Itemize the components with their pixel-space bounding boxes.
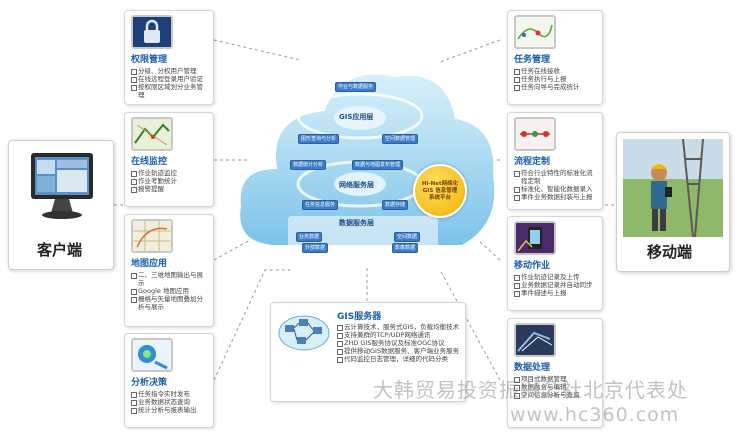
cloud-pill: 业务数据: [296, 232, 323, 242]
gis-server-card: GIS服务器 云计算技术，服务式GIS，负载均衡技术 支持兼群的TCP/UDP网…: [270, 302, 466, 402]
data-process-icon: [514, 323, 556, 357]
cloud-pill: 任务信息服务: [302, 200, 339, 210]
module-item: 事件业务数据封装与上报: [514, 193, 596, 201]
cloud-pill: 空间数据: [394, 232, 421, 242]
network-layer-label: 网络服务层: [339, 181, 374, 189]
module-item: 任务向导与完成统计: [514, 83, 596, 91]
field-worker-photo-icon: [623, 139, 723, 237]
gis-app-layer-label: GIS应用层: [339, 113, 374, 121]
cloud-pill: 图形查询与分析: [298, 134, 340, 144]
cloud-pill: 数据存储: [382, 200, 409, 210]
desktop-monitor-icon: [31, 153, 93, 219]
module-item: 二、三维地图输出与展示: [131, 271, 207, 287]
module-item: 业务数据状态查询: [131, 398, 207, 406]
mobile-label: 移动端: [647, 243, 693, 261]
hinet-line: GIS 信息管理: [422, 187, 458, 194]
hinet-platform-badge: Hi-Net网络化 GIS 信息管理 系统平台: [413, 164, 467, 218]
hinet-line: Hi-Net网络化: [421, 180, 459, 187]
lock-icon: [131, 15, 173, 49]
module-item: 统计分析与报表输出: [131, 406, 207, 414]
cloud-top-pill: 作业与数据服务: [335, 82, 377, 92]
module-item: 任务指令实时发布: [131, 390, 207, 398]
gis-server-item: 支持兼群的TCP/UDP网络通讯: [337, 331, 461, 339]
gis-server-item: 云计算技术，服务式GIS，负载均衡技术: [337, 323, 461, 331]
cloud-pill: 数据与地图发布管理: [352, 160, 404, 170]
module-item: 分级、分权用户管理: [131, 67, 207, 75]
mobile-panel: 移动端: [616, 132, 730, 272]
cloud-platform: 作业与数据服务 GIS应用层 图形查询与分析 空间数据管理 数据统计分析 数据与…: [232, 56, 502, 266]
module-item: 作业考勤统计: [131, 177, 207, 185]
module-analysis: 分析决策 任务指令实时发布 业务数据状态查询 统计分析与报表输出: [124, 333, 214, 428]
module-title: 在线监控: [131, 157, 168, 167]
module-item: 作业轨迹监控: [131, 169, 207, 177]
flow-icon: [514, 117, 556, 151]
server-network-icon: [278, 315, 330, 351]
gis-server-title: GIS服务器: [337, 312, 382, 322]
module-item: 任务执行与上报: [514, 75, 596, 83]
module-item: 符合行业特性的标准化流程定制: [514, 169, 596, 185]
map-icon: [131, 219, 173, 253]
map-route-icon: [131, 117, 173, 151]
cloud-pill: 空间数据管理: [382, 134, 419, 144]
module-title: 流程定制: [514, 157, 551, 167]
client-panel: 客户端: [8, 140, 114, 270]
module-title: 数据处理: [514, 363, 551, 373]
cloud-pill: 数据统计分析: [290, 160, 327, 170]
cloud-pill: 外部数据: [302, 243, 329, 253]
module-task-management: 任务管理 任务在线接收 任务执行与上报 任务向导与完成统计: [507, 10, 603, 105]
client-label: 客户端: [37, 241, 83, 259]
module-item: 数据融合与编辑: [514, 383, 596, 391]
module-item: 事件描述与上报: [514, 289, 596, 297]
module-item: 空间信息分析与查询: [514, 391, 596, 399]
analysis-icon: [131, 338, 173, 372]
data-layer-label: 数据服务层: [339, 219, 374, 227]
module-title: 分析决策: [131, 378, 168, 388]
gis-server-item: ZHD GIS服务协议及标准OGC协议: [337, 339, 461, 347]
module-monitoring: 在线监控 作业轨迹监控 作业考勤统计 报警提醒: [124, 112, 214, 207]
module-title: 权限管理: [131, 55, 168, 65]
gis-server-item: 代码监控日志管理，详细的代码分类: [337, 355, 461, 363]
module-item: 作业轨迹记录及上传: [514, 273, 596, 281]
cloud-pill: 影像数据: [392, 243, 419, 253]
module-item: 任务在线接收: [514, 67, 596, 75]
watermark-url: www.hc360.com: [510, 404, 680, 426]
module-item: 业务数据记录并自动同步: [514, 281, 596, 289]
hinet-line: 系统平台: [428, 194, 451, 201]
module-item: 报警提醒: [131, 185, 207, 193]
module-mobile-work: 移动作业 作业轨迹记录及上传 业务数据记录并自动同步 事件描述与上报: [507, 216, 603, 311]
module-title: 移动作业: [514, 261, 551, 271]
module-item: 标准化、智能化数据录入: [514, 185, 596, 193]
watermark-company: 大韩贸易投资振兴公社北京代表处: [373, 378, 688, 402]
module-item: 栅格与矢量地图叠加分析与展示: [131, 295, 207, 311]
module-map-application: 地图应用 二、三维地图输出与展示 Google 地图应用 栅格与矢量地图叠加分析…: [124, 214, 214, 327]
task-map-icon: [514, 15, 556, 49]
module-item: Google 地图应用: [131, 287, 207, 295]
module-item: 按权限区域划分业务管理: [131, 83, 207, 99]
module-permission: 权限管理 分级、分权用户管理 在线远程登录用户验证 按权限区域划分业务管理: [124, 10, 214, 105]
mobile-work-icon: [514, 221, 556, 255]
gis-server-item: 提供移动GIS数据服务、客户端业务服务: [337, 347, 461, 355]
module-item: 在线远程登录用户验证: [131, 75, 207, 83]
module-title: 任务管理: [514, 55, 551, 65]
module-title: 地图应用: [131, 259, 168, 269]
module-workflow: 流程定制 符合行业特性的标准化流程定制 标准化、智能化数据录入 事件业务数据封装…: [507, 112, 603, 210]
module-item: 项目式数据管理: [514, 375, 596, 383]
module-data-processing: 数据处理 项目式数据管理 数据融合与编辑 空间信息分析与查询: [507, 318, 603, 428]
